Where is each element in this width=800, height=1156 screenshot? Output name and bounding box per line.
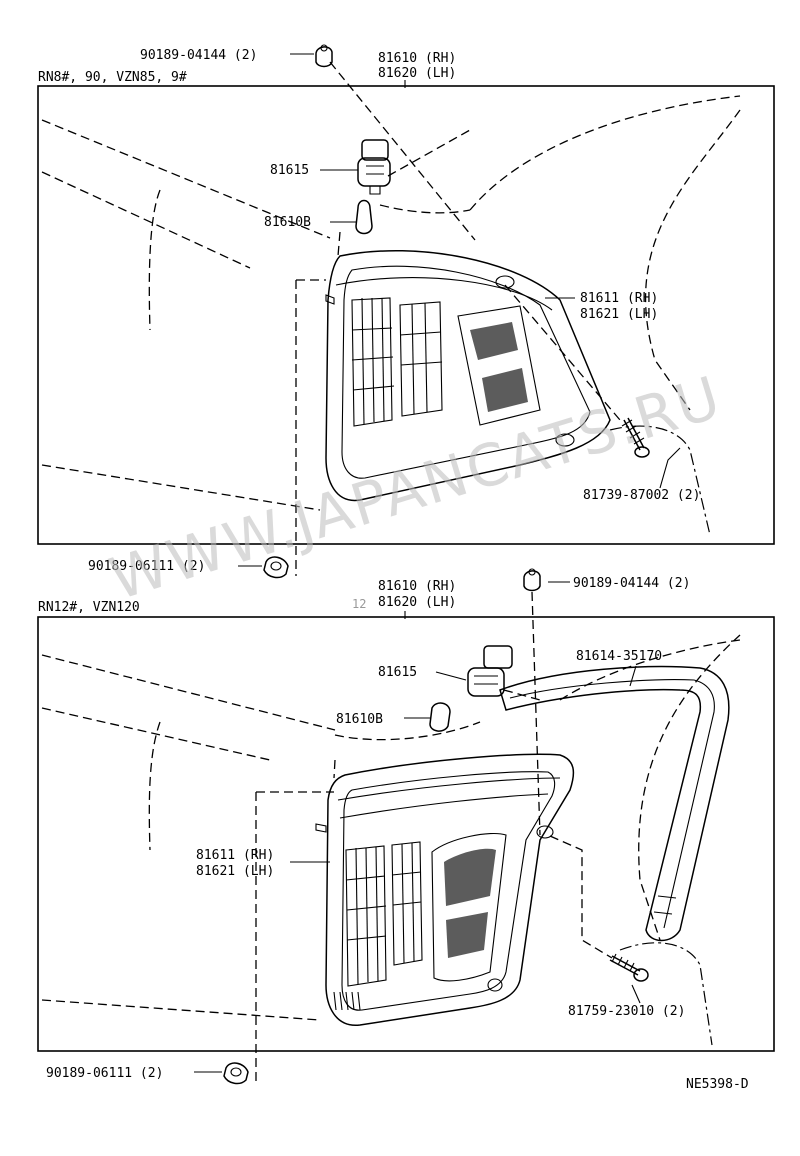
lower-lamp-rim-2 <box>339 793 549 819</box>
upper-guide-lamp-edge <box>337 231 341 257</box>
upper-lamp-outer <box>325 250 611 502</box>
lower-lamp-rim <box>337 777 561 801</box>
upper-lamp-boss-top <box>495 275 515 289</box>
upper-body-line-6 <box>645 109 741 411</box>
upper-lamp-inner <box>341 265 591 479</box>
lower-lamp-grille-a <box>444 848 496 906</box>
upper-lamp-grille-a <box>470 322 518 360</box>
page-mark: 12 <box>352 597 366 611</box>
lower-bulb-81610b <box>429 702 451 732</box>
lower-lamp-boss-bottom <box>487 978 503 992</box>
lower-body-line-4 <box>41 999 321 1021</box>
upper-fender-line <box>609 425 711 536</box>
lower-label-lens-rh: 81611 (RH) <box>196 848 274 863</box>
upper-body-line-4 <box>41 464 321 511</box>
lower-label-gasket: 81614-35170 <box>576 649 662 664</box>
lower-fender-line <box>619 942 713 1046</box>
upper-socket-81615 <box>357 139 391 195</box>
upper-section: 90189-04144 (2) 81610 (RH) 81620 (LH) RN… <box>37 44 775 579</box>
upper-guide-socket <box>387 129 471 177</box>
lower-guide-clip-top <box>531 591 541 836</box>
lower-label-lens-lh: 81621 (LH) <box>196 864 274 879</box>
lower-clip-top <box>523 568 541 592</box>
upper-lens-ribs <box>351 297 443 427</box>
lower-body-line-7 <box>559 639 741 701</box>
upper-label-lamp-rh: 81610 (RH) <box>378 51 456 66</box>
lower-lamp-pin <box>315 823 327 833</box>
upper-body-line-7 <box>379 204 471 214</box>
lower-frame <box>37 616 775 1052</box>
lower-label-clip-bottom: 90189-06111 (2) <box>46 1066 163 1081</box>
upper-label-socket: 81615 <box>270 163 309 178</box>
upper-clip-bottom <box>263 556 289 579</box>
lower-body-line-5 <box>334 721 481 741</box>
upper-lamp-grille-b <box>482 368 528 412</box>
upper-label-clip-top: 90189-04144 (2) <box>140 48 257 63</box>
upper-label-lamp-lh: 81620 (LH) <box>378 66 456 81</box>
lower-lamp-inner <box>341 771 556 1011</box>
upper-body-line-1 <box>41 119 331 239</box>
upper-body-line-2 <box>41 171 251 269</box>
lower-label-screw: 81759-23010 (2) <box>568 1004 685 1019</box>
lower-guide-boss <box>549 835 613 959</box>
upper-label-bulb: 81610B <box>264 215 311 230</box>
upper-lamp-assembly <box>325 250 611 502</box>
lower-lamp-boss-top <box>536 825 554 839</box>
lower-lamp-assembly <box>315 753 575 1026</box>
lower-guide-lamp-edge <box>333 759 336 779</box>
lower-label-lamp-rh: 81610 (RH) <box>378 579 456 594</box>
lower-section: 81610 (RH) 81620 (LH) 12 90189-04144 (2)… <box>37 568 775 1085</box>
lower-label-clip-top: 90189-04144 (2) <box>573 576 690 591</box>
upper-lamp-pin <box>325 294 335 305</box>
upper-body-line-5 <box>469 95 741 211</box>
lower-lens-ribs <box>345 841 423 987</box>
lower-lamp-vent <box>333 991 361 1011</box>
upper-lamp-boss-bottom <box>555 433 575 447</box>
upper-lamp-rim <box>335 277 553 311</box>
lower-label-lamp-lh: 81620 (LH) <box>378 595 456 610</box>
upper-guide-clip-to-lamp <box>329 61 476 241</box>
lower-body-line-6 <box>638 634 741 941</box>
lower-label-bulb: 81610B <box>336 712 383 727</box>
upper-label-lens-rh: 81611 (RH) <box>580 291 658 306</box>
upper-bulb-81610b <box>355 199 373 235</box>
upper-label-screw: 81739-87002 (2) <box>583 488 700 503</box>
drawing-code: NE5398-D <box>686 1077 749 1092</box>
lower-label-socket: 81615 <box>378 665 417 680</box>
lower-clip-bottom <box>223 1062 249 1085</box>
upper-lamp-grille-frame <box>457 305 541 426</box>
lower-model-label: RN12#, VZN120 <box>38 600 140 615</box>
upper-body-line-3 <box>148 189 161 331</box>
upper-guide-boss <box>504 284 621 421</box>
lower-lamp-grille-frame <box>431 832 507 982</box>
lower-socket-81615 <box>467 645 513 697</box>
lower-guide-socket <box>503 689 541 701</box>
lower-gasket-81614 <box>499 665 730 942</box>
upper-screw <box>621 417 650 458</box>
lower-lamp-grille-b <box>446 912 488 958</box>
lower-body-line-3 <box>148 721 161 851</box>
upper-model-label: RN8#, 90, VZN85, 9# <box>38 70 187 85</box>
lower-lamp-outer <box>325 753 575 1026</box>
lower-screw <box>609 953 649 982</box>
upper-frame <box>37 85 775 545</box>
upper-label-lens-lh: 81621 (LH) <box>580 307 658 322</box>
upper-clip-top <box>315 44 333 68</box>
lower-body-line-2 <box>41 707 271 761</box>
lower-body-line-1 <box>41 654 336 731</box>
upper-label-clip-bottom: 90189-06111 (2) <box>88 559 205 574</box>
